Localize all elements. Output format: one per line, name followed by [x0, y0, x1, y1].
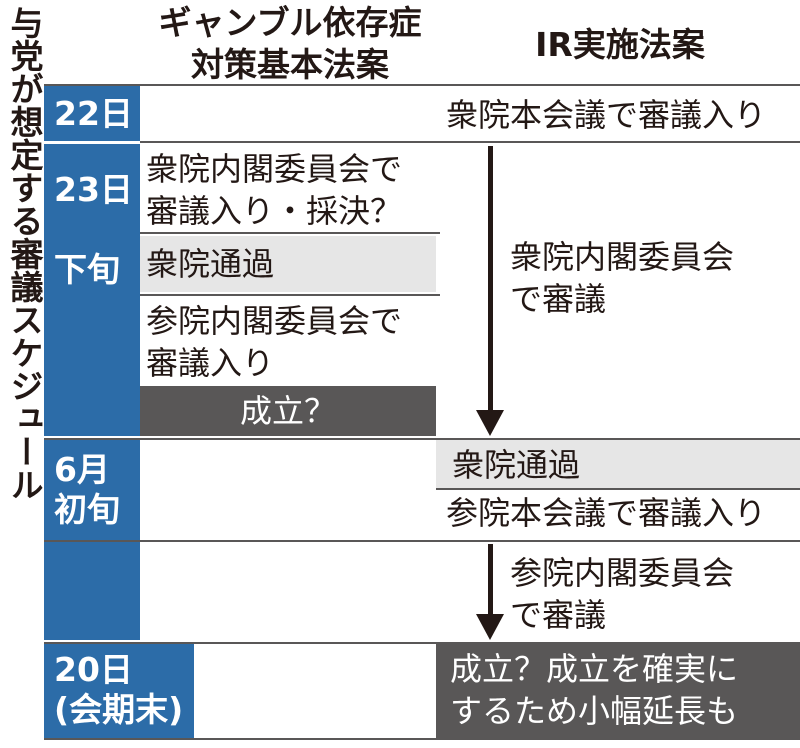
date-23: 23日 — [54, 170, 133, 209]
separator-late — [140, 232, 440, 234]
gambling-cell-enacted-bg — [140, 386, 436, 436]
ir-cell-upper-plenary: 参院本会議で審議入り — [446, 494, 767, 532]
ir-cell-enacted-extension: 成立？成立を確実に するため小幅延長も — [450, 650, 739, 730]
gambling-cell-committee: 衆院内閣委員会で 審議入り・採決？ — [146, 150, 403, 230]
date-20-session-end: 20日 (会期末) — [54, 650, 184, 729]
separator-bottom — [44, 738, 800, 740]
ir-cell-lower-pass: 衆院通過 — [452, 446, 581, 484]
date-22: 22日 — [54, 94, 133, 133]
date-column-end — [44, 644, 194, 738]
ir-arrow-2-shaft — [488, 544, 493, 618]
ir-column-header: IR実施法案 — [535, 25, 705, 64]
separator-gambling-mid — [140, 294, 440, 296]
gambling-cell-pass: 衆院通過 — [146, 245, 275, 283]
ir-cell-upper-committee: 参院内閣委員会 で審議 — [510, 554, 735, 634]
ir-cell-lower-plenary: 衆院本会議で審議入り — [446, 96, 767, 134]
separator-22-line — [140, 141, 800, 143]
ir-cell-lower-committee: 衆院内閣委員会 で審議 — [510, 238, 735, 318]
date-column-top — [44, 86, 140, 436]
separator-june-bottom — [44, 540, 800, 542]
gambling-cell-pass-bg — [140, 236, 436, 292]
gambling-cell-enacted: 成立？ — [239, 392, 336, 430]
ir-arrow-1-head — [476, 410, 504, 436]
gambling-column-header: ギャンブル依存症 対策基本法案 — [158, 3, 422, 84]
separator-end-top — [44, 642, 800, 644]
ir-arrow-1-shaft — [488, 146, 493, 414]
date-june-early: 6月 初旬 — [54, 450, 120, 529]
ir-cell-enacted-bg — [436, 644, 800, 738]
ir-arrow-2-head — [476, 614, 504, 640]
separator-ir-mid — [436, 488, 800, 490]
separator-top — [44, 84, 800, 86]
ir-cell-lower-pass-bg — [436, 440, 800, 488]
diagram-title: 与党が想定する審議スケジュール — [5, 6, 44, 501]
gambling-cell-upper-committee: 参院内閣委員会で 審議入り — [146, 302, 403, 382]
separator-june-top — [44, 438, 800, 440]
date-late: 下旬 — [54, 250, 120, 289]
